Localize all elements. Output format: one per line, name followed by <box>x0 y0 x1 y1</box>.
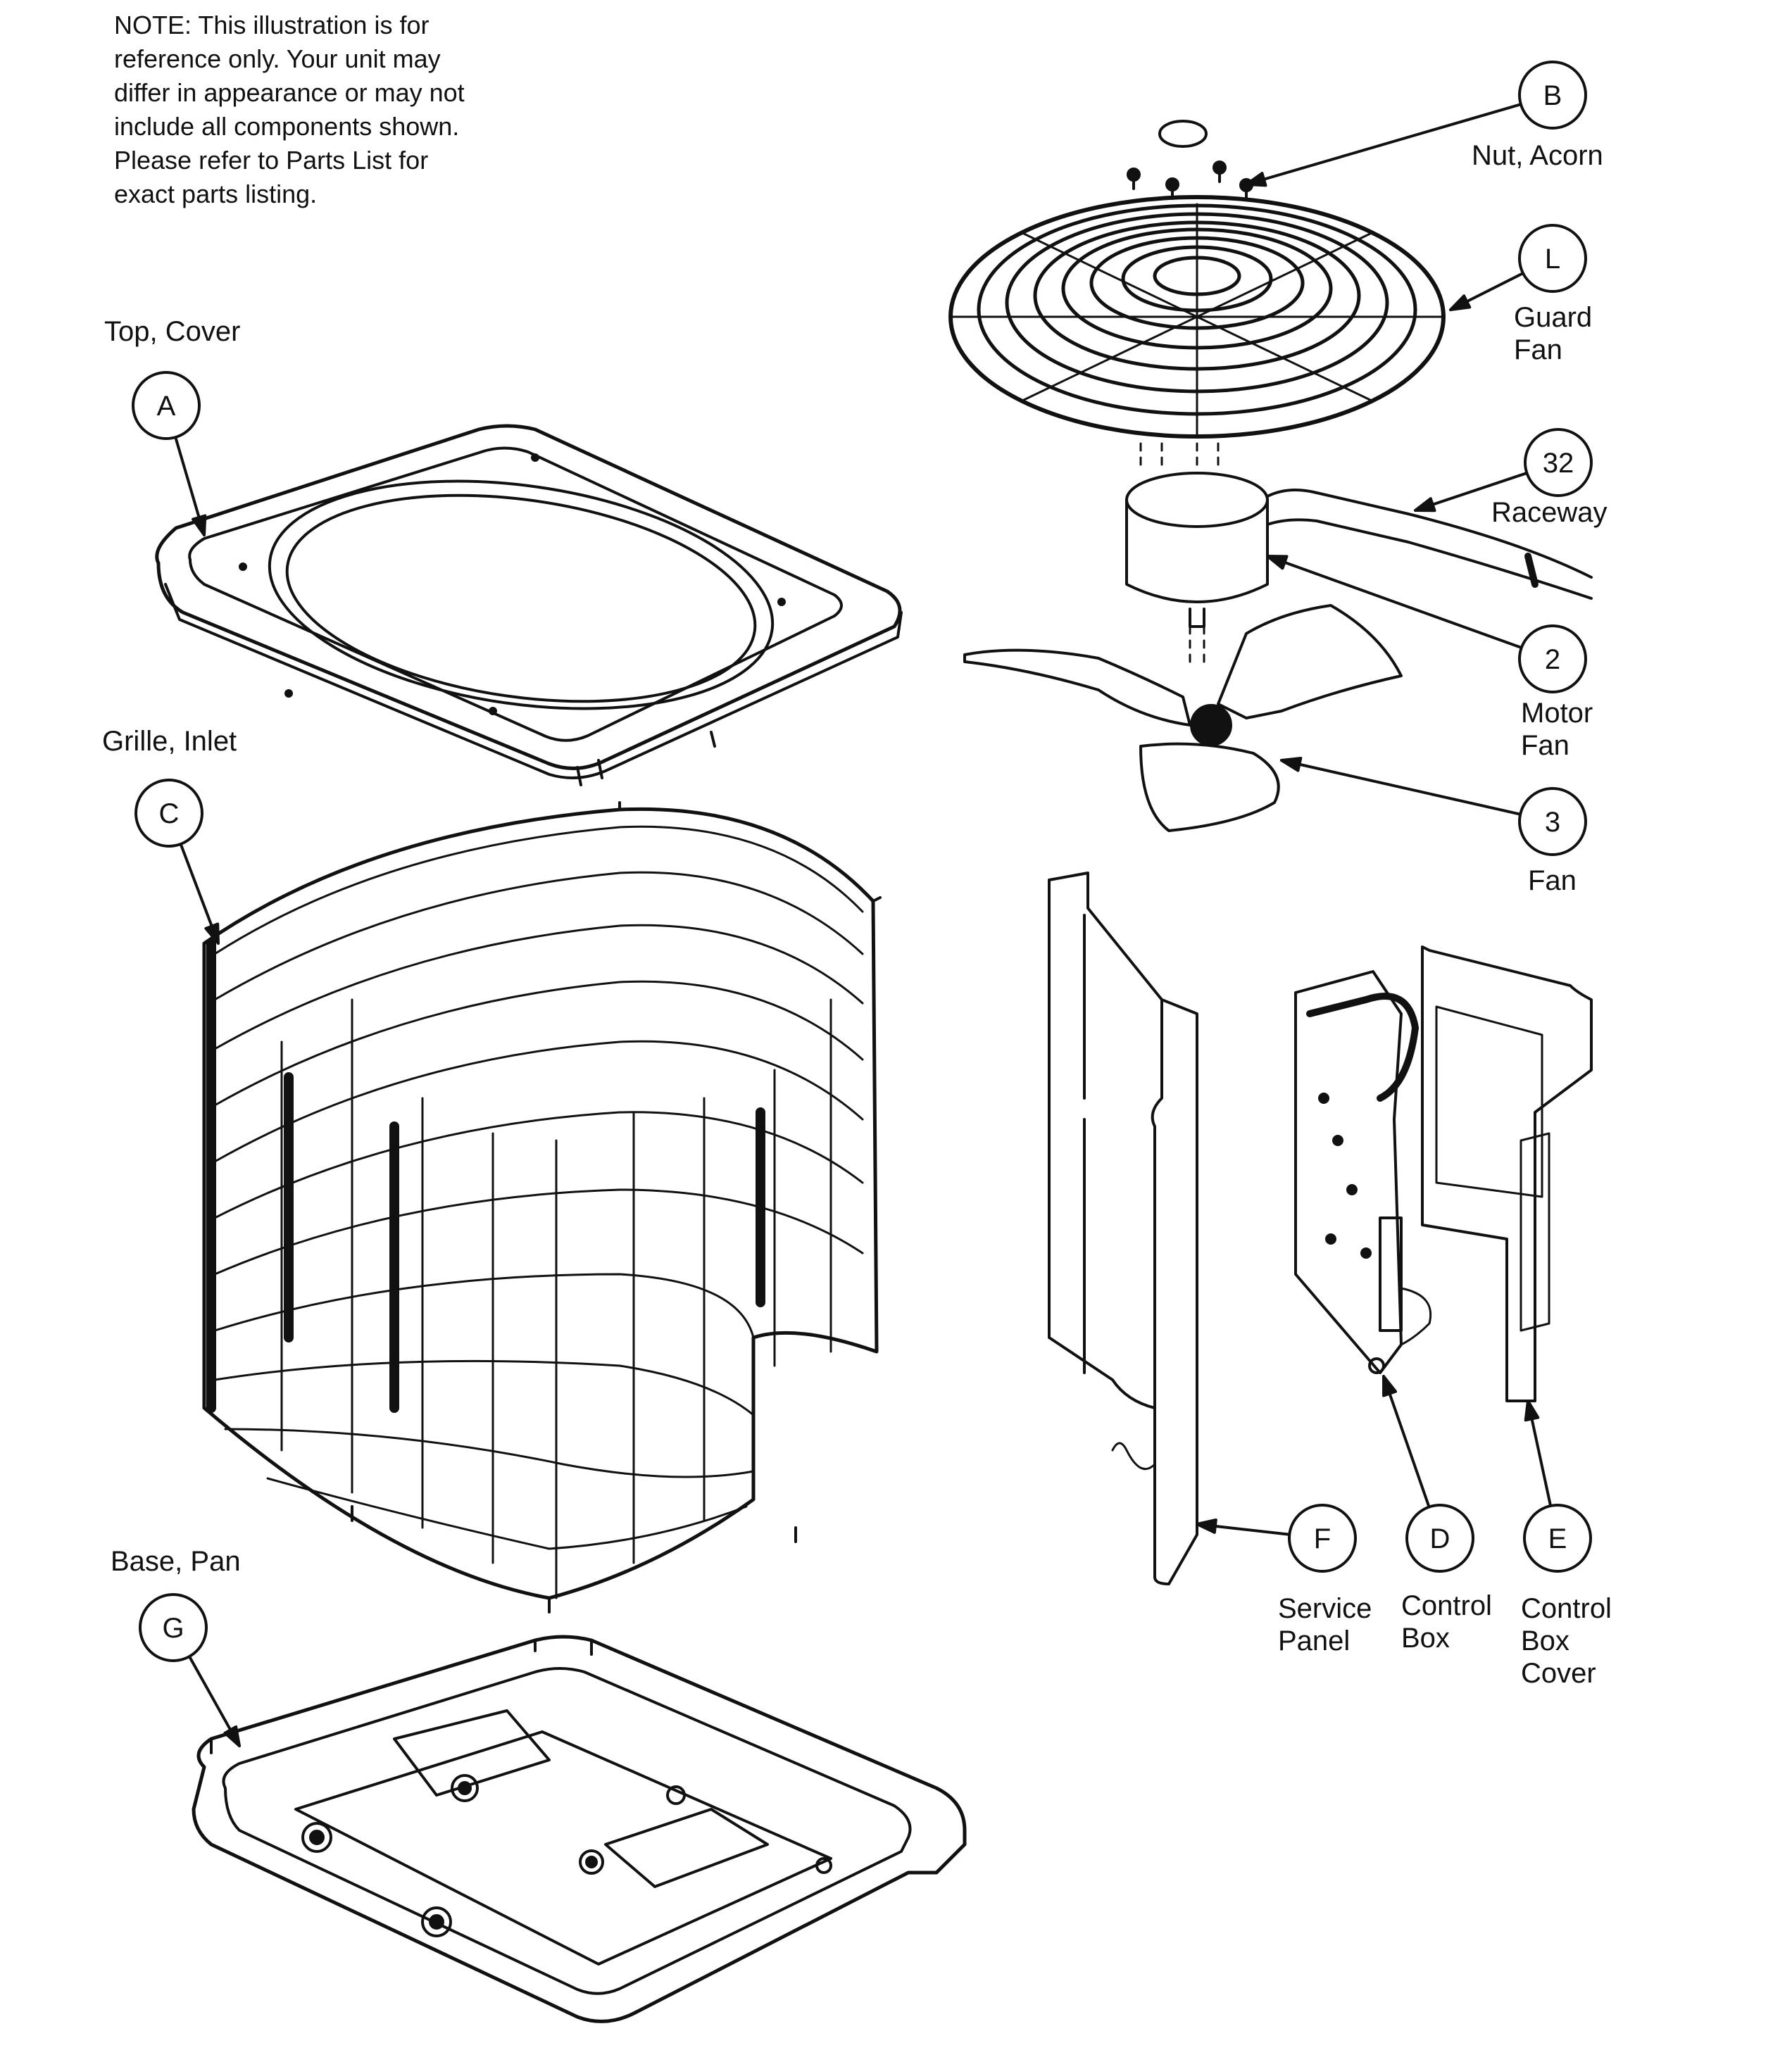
label-top-cover: Top, Cover <box>104 316 241 347</box>
callout-guard-fan: L <box>1545 244 1560 275</box>
label-guard-fan: Guard Fan <box>1514 302 1593 365</box>
label-raceway: Raceway <box>1491 497 1608 528</box>
label-grille-inlet: Grille, Inlet <box>102 726 237 757</box>
control-box-cover-illustration <box>1421 945 1593 1402</box>
reference-note: NOTE: This illustration is for reference… <box>114 11 465 208</box>
callout-grille-inlet: C <box>159 798 180 829</box>
arrowhead-fan <box>1280 756 1303 772</box>
callout-raceway: 32 <box>1543 448 1574 479</box>
callout-circle-control-box <box>1405 1504 1474 1573</box>
leader-line-control-box <box>1382 1375 1431 1509</box>
callout-nut-acorn: B <box>1543 80 1562 111</box>
callout-motor-fan: 2 <box>1545 644 1560 675</box>
label-control-box: Control Box <box>1401 1590 1492 1654</box>
arrowhead-control-box <box>1382 1375 1398 1397</box>
leader-line-nut-acorn <box>1245 103 1522 186</box>
callout-base-pan: G <box>162 1613 184 1644</box>
motor-illustration <box>1125 442 1593 670</box>
arrowhead-grille-inlet <box>204 922 220 945</box>
callout-circle-control-box-cover <box>1523 1504 1592 1573</box>
callout-control-box: D <box>1430 1523 1450 1554</box>
callout-circle-nut-acorn <box>1518 61 1587 130</box>
callout-circle-grille-inlet <box>134 779 203 848</box>
callout-service-panel: F <box>1314 1523 1331 1554</box>
service-panel-illustration <box>1048 872 1198 1585</box>
callout-circle-service-panel <box>1288 1504 1357 1573</box>
arrowhead-base-pan <box>223 1725 241 1747</box>
fan-guard-illustration <box>948 120 1446 439</box>
label-nut-acorn: Nut, Acorn <box>1472 140 1603 171</box>
callout-control-box-cover: E <box>1548 1523 1567 1554</box>
label-fan: Fan <box>1528 865 1577 896</box>
control-box-illustration <box>1294 970 1432 1374</box>
callout-circle-guard-fan <box>1518 224 1587 293</box>
callout-circle-raceway <box>1524 428 1593 497</box>
base-pan-illustration <box>192 1635 967 2023</box>
arrowhead-guard-fan <box>1449 294 1472 311</box>
label-control-box-cover: Control Box Cover <box>1521 1593 1612 1689</box>
arrowhead-control-box-cover <box>1524 1400 1540 1422</box>
arrowhead-service-panel <box>1196 1518 1217 1534</box>
label-motor-fan: Motor Fan <box>1521 698 1593 761</box>
leader-line-motor-fan <box>1266 555 1523 650</box>
grille-inlet-illustration <box>202 801 882 1614</box>
arrowhead-motor-fan <box>1266 555 1289 570</box>
label-service-panel: Service Panel <box>1278 1593 1372 1656</box>
callout-top-cover: A <box>157 391 176 422</box>
top-cover-illustration <box>155 424 903 786</box>
leader-line-fan <box>1280 759 1522 816</box>
callout-circle-motor-fan <box>1518 624 1587 693</box>
callout-circle-fan <box>1518 787 1587 856</box>
fan-blade-illustration <box>963 604 1403 832</box>
label-base-pan: Base, Pan <box>111 1546 241 1577</box>
arrowhead-raceway <box>1414 497 1436 512</box>
callout-circle-base-pan <box>139 1593 208 1662</box>
arrowhead-nut-acorn <box>1245 172 1267 187</box>
callout-fan: 3 <box>1545 807 1560 838</box>
arrowhead-top-cover <box>192 514 207 536</box>
callout-circle-top-cover <box>132 371 201 440</box>
